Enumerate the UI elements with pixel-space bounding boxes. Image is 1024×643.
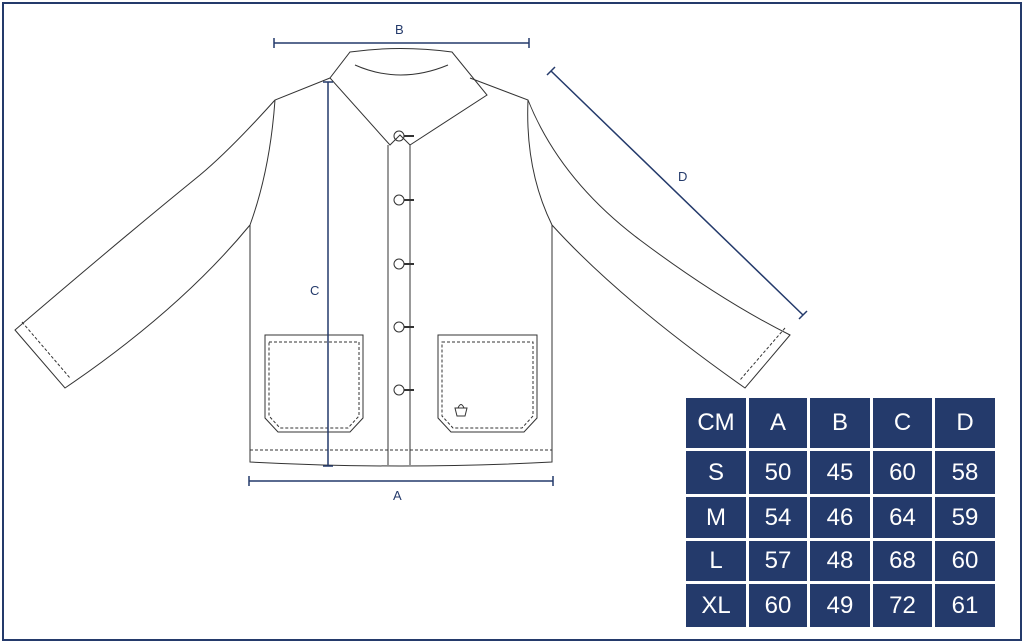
table-row: L 57 48 68 60 <box>686 541 995 581</box>
value-cell: 60 <box>749 584 807 627</box>
size-table: CM A B C D S 50 45 60 58 M 54 46 64 59 L… <box>683 395 998 630</box>
table-header-row: CM A B C D <box>686 398 995 448</box>
label-c: C <box>310 283 320 298</box>
value-cell: 59 <box>935 497 995 538</box>
table-row: M 54 46 64 59 <box>686 497 995 538</box>
value-cell: 48 <box>810 541 870 581</box>
size-cell: M <box>686 497 746 538</box>
placket <box>387 145 411 465</box>
value-cell: 60 <box>873 451 932 494</box>
label-b: B <box>395 22 404 37</box>
right-pocket <box>437 334 538 433</box>
right-sleeve <box>469 77 791 389</box>
size-cell: S <box>686 451 746 494</box>
header-cell: B <box>810 398 870 448</box>
measure-line-c <box>323 81 333 467</box>
header-cell: CM <box>686 398 746 448</box>
value-cell: 54 <box>749 497 807 538</box>
label-d: D <box>678 169 688 184</box>
value-cell: 46 <box>810 497 870 538</box>
measure-line-a <box>248 476 554 486</box>
left-sleeve <box>14 77 331 389</box>
jacket-body <box>249 225 553 467</box>
value-cell: 49 <box>810 584 870 627</box>
measure-line-b <box>273 38 530 48</box>
table-row: S 50 45 60 58 <box>686 451 995 494</box>
header-cell: C <box>873 398 932 448</box>
value-cell: 72 <box>873 584 932 627</box>
value-cell: 50 <box>749 451 807 494</box>
table-row: XL 60 49 72 61 <box>686 584 995 627</box>
value-cell: 60 <box>935 541 995 581</box>
value-cell: 61 <box>935 584 995 627</box>
buttons <box>393 130 414 396</box>
left-pocket <box>264 334 364 433</box>
value-cell: 58 <box>935 451 995 494</box>
value-cell: 57 <box>749 541 807 581</box>
value-cell: 45 <box>810 451 870 494</box>
measure-line-d <box>546 66 808 320</box>
header-cell: A <box>749 398 807 448</box>
size-cell: L <box>686 541 746 581</box>
collar <box>329 48 488 146</box>
basket-logo-icon <box>454 404 468 417</box>
label-a: A <box>393 488 402 503</box>
value-cell: 64 <box>873 497 932 538</box>
value-cell: 68 <box>873 541 932 581</box>
header-cell: D <box>935 398 995 448</box>
size-cell: XL <box>686 584 746 627</box>
